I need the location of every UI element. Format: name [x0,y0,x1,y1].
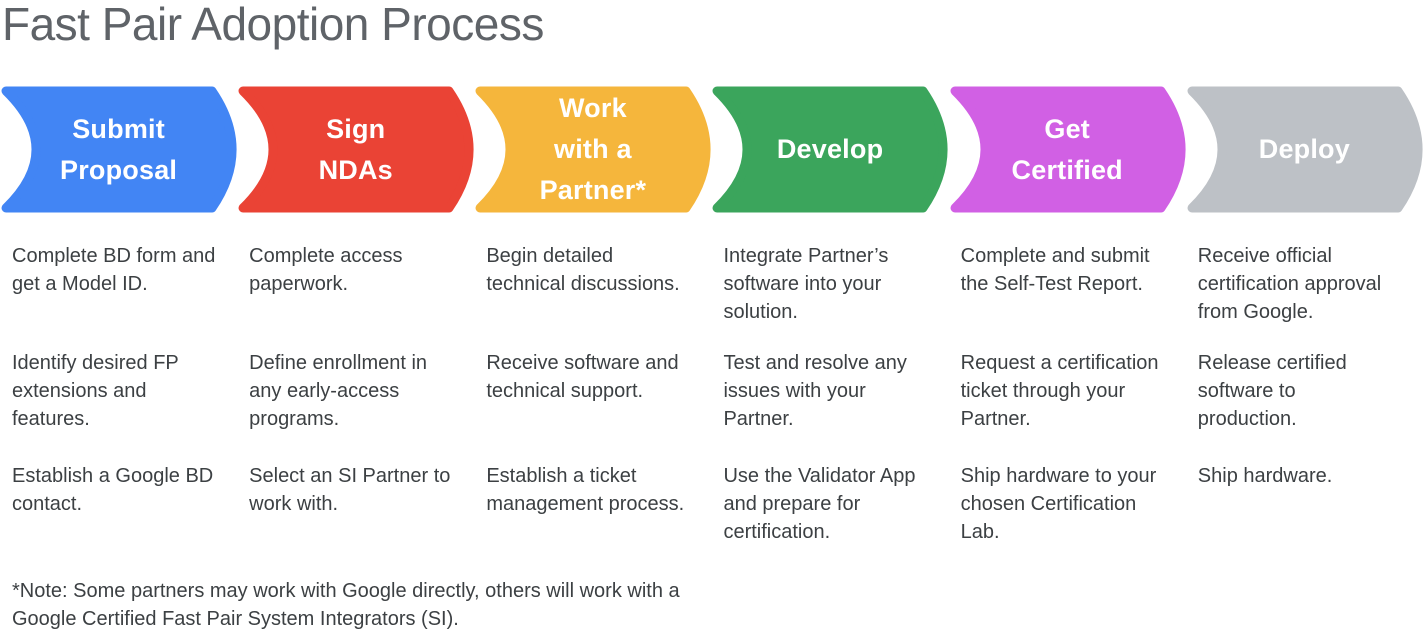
step-text: Receive official certification approval … [1197,245,1382,323]
stage-label: Sign NDAs [318,113,393,185]
stage-label: Develop [776,134,884,164]
step-text: Test and resolve any issues with your Pa… [723,352,907,430]
stage-work-with-partner: Work with a Partner* [474,86,711,213]
step-text: Establish a Google BD contact. [12,465,214,515]
stage-deploy: Deploy [1186,86,1423,213]
step-text: Use the Validator App and prepare for ce… [723,465,916,543]
stage-develop: Develop [711,86,948,213]
step-text: Receive software and technical support. [486,352,679,402]
step-text: Define enrollment in any early-access pr… [249,352,428,430]
step-text: Request a certification ticket through y… [960,352,1159,430]
step-text: Integrate Partner’s software into your s… [723,245,889,323]
stage-label: Get Certified [1011,113,1123,185]
step-text: Complete and submit the Self-Test Report… [960,245,1150,295]
footnote: *Note: Some partners may work with Googl… [12,580,680,630]
chevron-shape-icon [1,86,237,213]
stage-label: Work with a Partner* [539,93,647,205]
chevron-shape-icon [475,86,711,213]
stage-sign-ndas: Sign NDAs [237,86,474,213]
step-text: Begin detailed technical discussions. [486,245,680,295]
step-text: Identify desired FP extensions and featu… [12,352,179,430]
step-text: Complete BD form and get a Model ID. [12,245,216,295]
step-text: Ship hardware. [1197,465,1333,487]
step-text: Release certified software to production… [1197,352,1347,430]
step-row-1: Complete BD form and get a Model ID. Com… [0,242,1423,326]
step-row-3: Establish a Google BD contact. Select an… [0,462,1423,546]
step-text: Complete access paperwork. [249,245,403,295]
stage-label: Deploy [1258,134,1350,164]
page-title: Fast Pair Adoption Process [2,0,544,50]
stage-label: Submit Proposal [60,113,178,185]
step-text: Ship hardware to your chosen Certificati… [960,465,1157,543]
chevron-shape-icon [1187,86,1423,213]
chevron-shape-icon [712,86,948,213]
chevron-shape-icon [950,86,1186,213]
stage-submit-proposal: Submit Proposal [0,86,237,213]
step-text: Select an SI Partner to work with. [249,465,451,515]
stage-get-certified: Get Certified [949,86,1186,213]
step-text: Establish a ticket management process. [486,465,685,515]
step-row-2: Identify desired FP extensions and featu… [0,349,1423,433]
stage-chevron-row: Submit Proposal Sign NDAs Work with a Pa… [0,86,1423,213]
chevron-shape-icon [238,86,474,213]
